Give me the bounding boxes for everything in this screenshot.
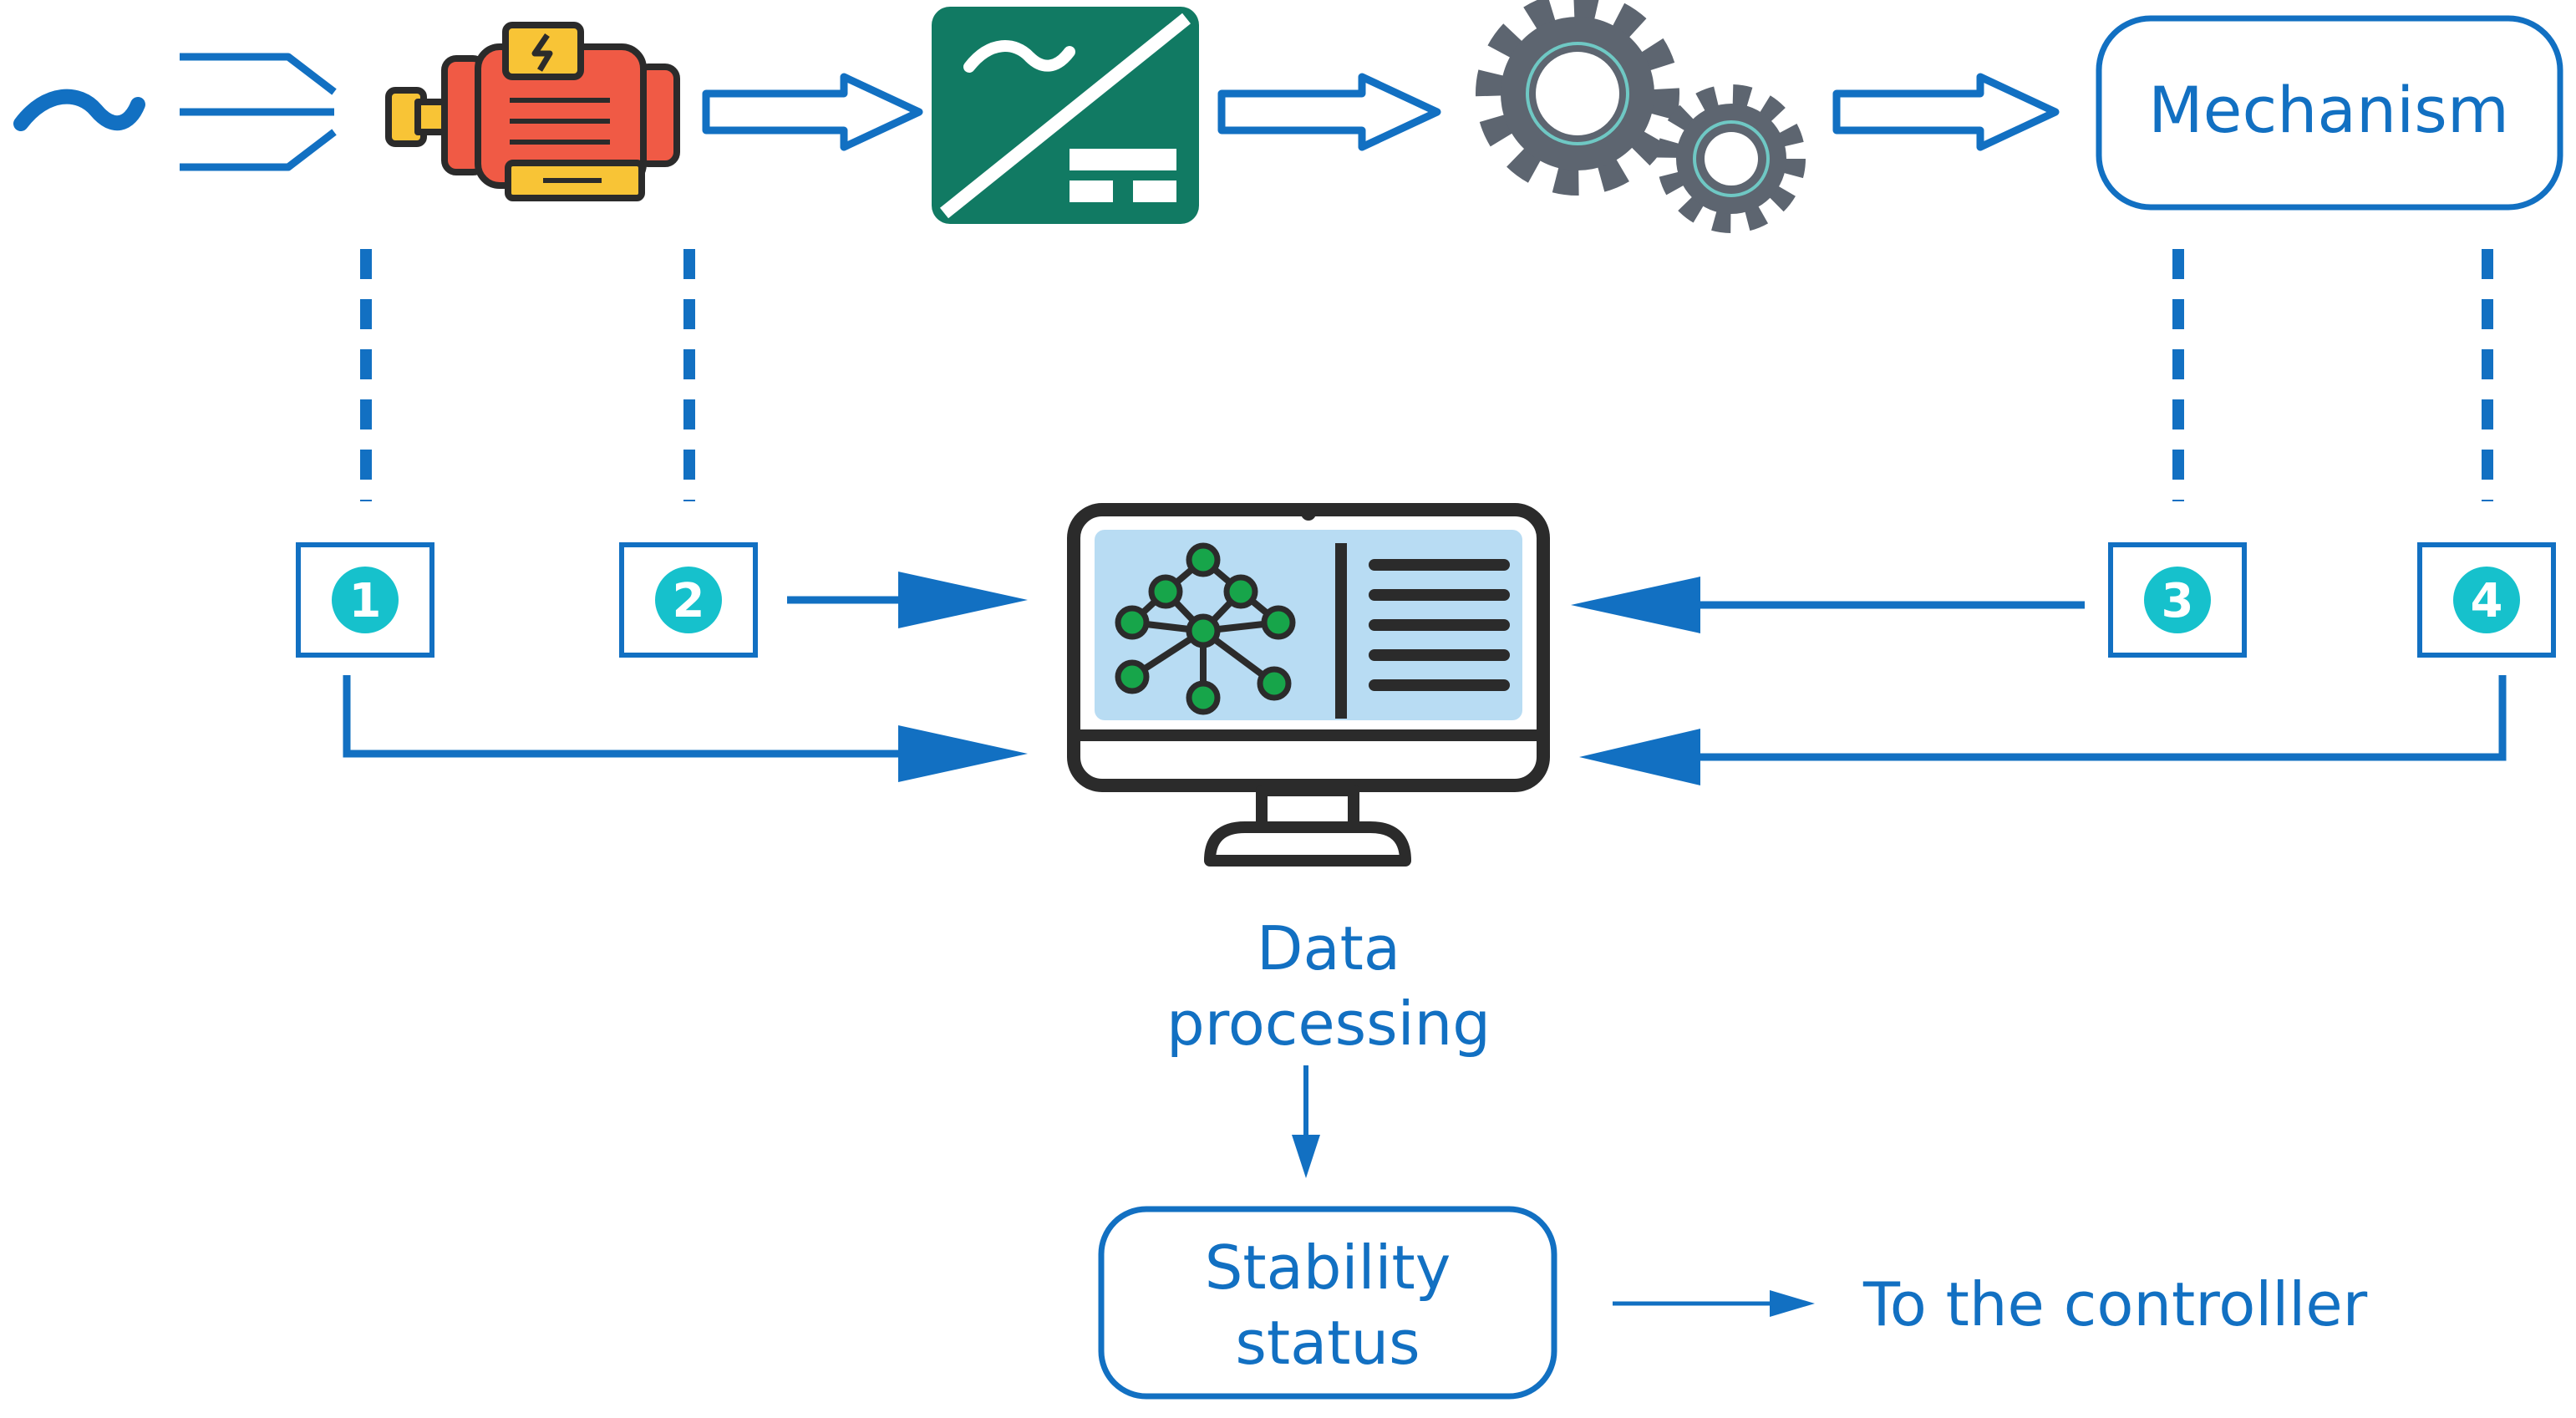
power-lines-icon	[180, 53, 337, 171]
sensor-number-4: 4	[2471, 574, 2503, 628]
stability-status-box	[1098, 1206, 1557, 1400]
stability-status-label: Stability status	[1101, 1230, 1554, 1380]
monitor-icon	[1067, 503, 1550, 867]
sensor-number-2: 2	[673, 574, 705, 628]
gears-icon	[1476, 0, 1806, 233]
flow-arrow-2	[1217, 73, 1441, 151]
electric-motor-icon	[385, 22, 680, 201]
mechanism-box	[2096, 15, 2563, 211]
sensor-box-3: 3	[2108, 542, 2247, 658]
data-processing-line1: Data	[1257, 913, 1400, 983]
sensor-arrows	[343, 572, 2507, 785]
sensor-box-2: 2	[619, 542, 758, 658]
stability-status-line2: status	[1235, 1308, 1420, 1378]
ac-wave-icon	[13, 89, 145, 131]
data-processing-line2: processing	[1166, 989, 1491, 1059]
flow-arrow-1	[702, 73, 923, 151]
sensor-number-3: 3	[2162, 574, 2194, 628]
down-arrow	[1292, 1065, 1320, 1178]
to-controller-arrow	[1613, 1290, 1815, 1317]
flow-arrow-3	[1832, 73, 2060, 151]
data-processing-label: Data processing	[1111, 911, 1546, 1061]
ac-dc-converter-icon	[932, 7, 1199, 224]
sensor-number-1: 1	[349, 574, 382, 628]
sensor-dashed-lines	[360, 249, 2493, 501]
stability-status-line1: Stability	[1204, 1232, 1451, 1303]
mechanism-label: Mechanism	[2148, 73, 2509, 147]
to-controller-label: To the controlller	[1863, 1269, 2368, 1339]
sensor-box-4: 4	[2417, 542, 2556, 658]
sensor-box-1: 1	[296, 542, 434, 658]
